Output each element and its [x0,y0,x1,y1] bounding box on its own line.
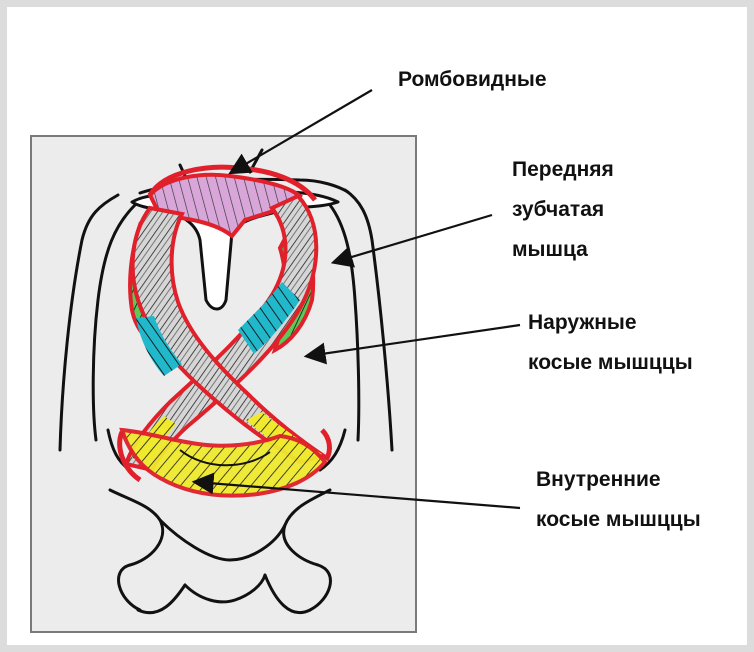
label-external-oblique-line-2: косые мышццы [528,343,693,383]
label-serratus-line-1: Передняя [512,150,614,190]
label-internal-oblique-line-1: Внутренние [536,460,701,500]
label-internal-oblique-line-2: косые мышццы [536,500,701,540]
label-internal-oblique: Внутренние косые мышццы [536,460,701,540]
label-serratus-line-3: мышца [512,230,614,270]
rhomboid-leader [232,90,372,172]
label-serratus: Передняя зубчатая мышца [512,150,614,270]
label-external-oblique: Наружные косые мышццы [528,303,693,383]
label-rhomboid-line-1: Ромбовидные [398,60,547,100]
external-oblique-leader [308,325,520,356]
serratus-leader [335,215,492,262]
label-serratus-line-2: зубчатая [512,190,614,230]
label-rhomboid: Ромбовидные [398,60,547,100]
label-external-oblique-line-1: Наружные [528,303,693,343]
lower-abdominal-band [122,430,325,496]
